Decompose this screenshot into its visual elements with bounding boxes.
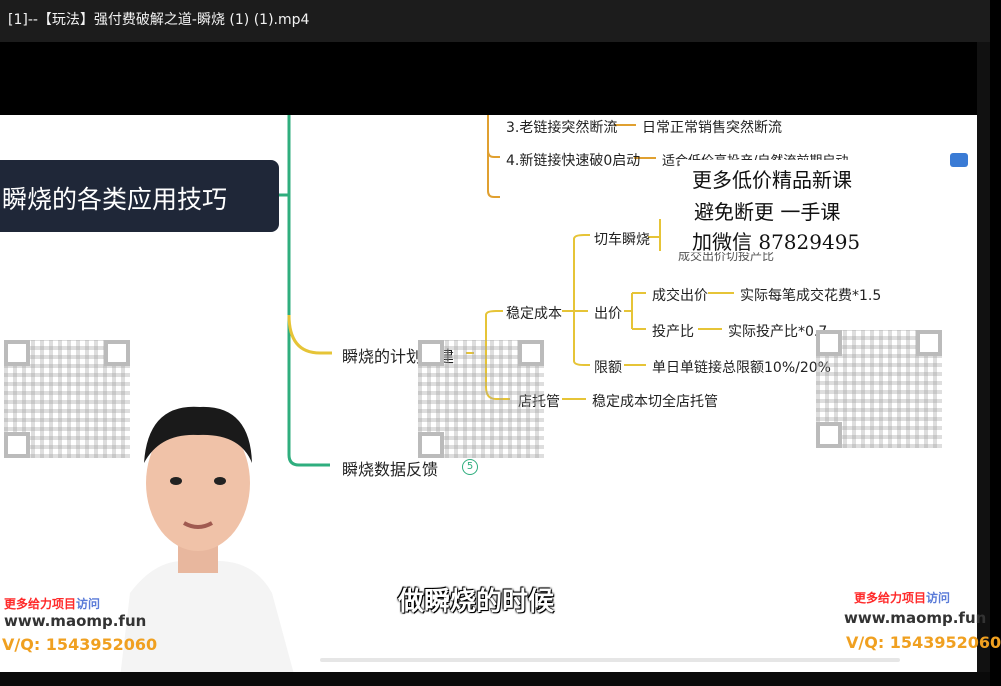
roi-label: 投产比 [652,324,694,340]
brand-right-url: www.maomp.fun [844,609,987,627]
deal-bid-desc: 实际每笔成交花费*1.5 [740,288,882,304]
brand-right-visit: 访问 [926,591,951,605]
top-item-1-label: 3.老链接突然断流 [506,120,618,136]
connector-switch [648,219,661,251]
window-titlebar: [1]--【玩法】强付费破解之道-瞬烧 (1) (1).mp4 [0,0,990,42]
roi-desc: 实际投产比*0.7 [728,324,828,340]
connector-main-green [279,115,330,467]
video-frame[interactable]: 瞬烧的各类应用技巧 3.老链接突然断流 日常正常销售突然断流 4.新链接快速破0… [0,115,1001,678]
connector-top-orange [487,115,500,198]
brand-right-line1: 更多给力项目访问 [854,591,951,605]
branch-feedback-badge[interactable]: 5 [462,459,478,475]
limit-label: 限额 [594,360,622,376]
top-item-2-label: 4.新链接快速破0启动 [506,153,641,169]
bid-label: 出价 [594,306,622,322]
watermark-qr-left [4,340,130,458]
limit-desc: 单日单链接总限额10%/20% [652,360,831,376]
brand-right-contact: V/Q: 1543952060 [846,633,1001,652]
watermark-qr-center [418,340,544,458]
brand-left-line1: 更多给力项目访问 [4,597,101,611]
stable-cost-label: 稳定成本 [506,306,562,322]
subtitle-caption: 做瞬烧的时候 [398,587,555,617]
connector-bid [624,292,734,330]
app-badge-icon[interactable] [950,153,968,167]
connector-cost-children [562,234,590,366]
connector-plan-to-cost [466,310,510,400]
promo-line-1: 更多低价精品新课 [692,168,852,192]
connector-plan-yellow [287,314,332,355]
switch-sub: 成交出价切投产比 [678,249,775,263]
brand-left-visit: 访问 [76,597,101,611]
store-hosting-label: 店托管 [518,391,560,411]
promo-line-3: 加微信 87829495 [692,230,861,254]
video-side-bar [977,42,990,672]
window-title: [1]--【玩法】强付费破解之道-瞬烧 (1) (1).mp4 [8,12,310,28]
brand-left-url: www.maomp.fun [4,612,147,630]
watermark-qr-right [816,330,942,448]
promo-overlay: 更多低价精品新课 避免断更 一手课 加微信 87829495 [680,160,890,254]
deal-bid-label: 成交出价 [652,288,708,304]
slide-title: 瞬烧的各类应用技巧 [2,185,228,214]
player-bottom-bar [0,672,990,686]
slide-horizontal-scrollbar[interactable] [320,658,900,662]
mindmap-connectors [279,115,734,467]
branch-feedback: 瞬烧数据反馈 [342,460,439,479]
slide-title-box: 瞬烧的各类应用技巧 [0,160,279,232]
promo-line-2: 避免断更 一手课 [694,200,841,224]
top-item-1-desc: 日常正常销售突然断流 [642,120,782,136]
presenter-image [120,406,295,678]
store-hosting-desc: 稳定成本切全店托管 [592,394,718,410]
brand-left-contact: V/Q: 1543952060 [2,635,158,654]
switch-label: 切车瞬烧 [594,232,650,248]
